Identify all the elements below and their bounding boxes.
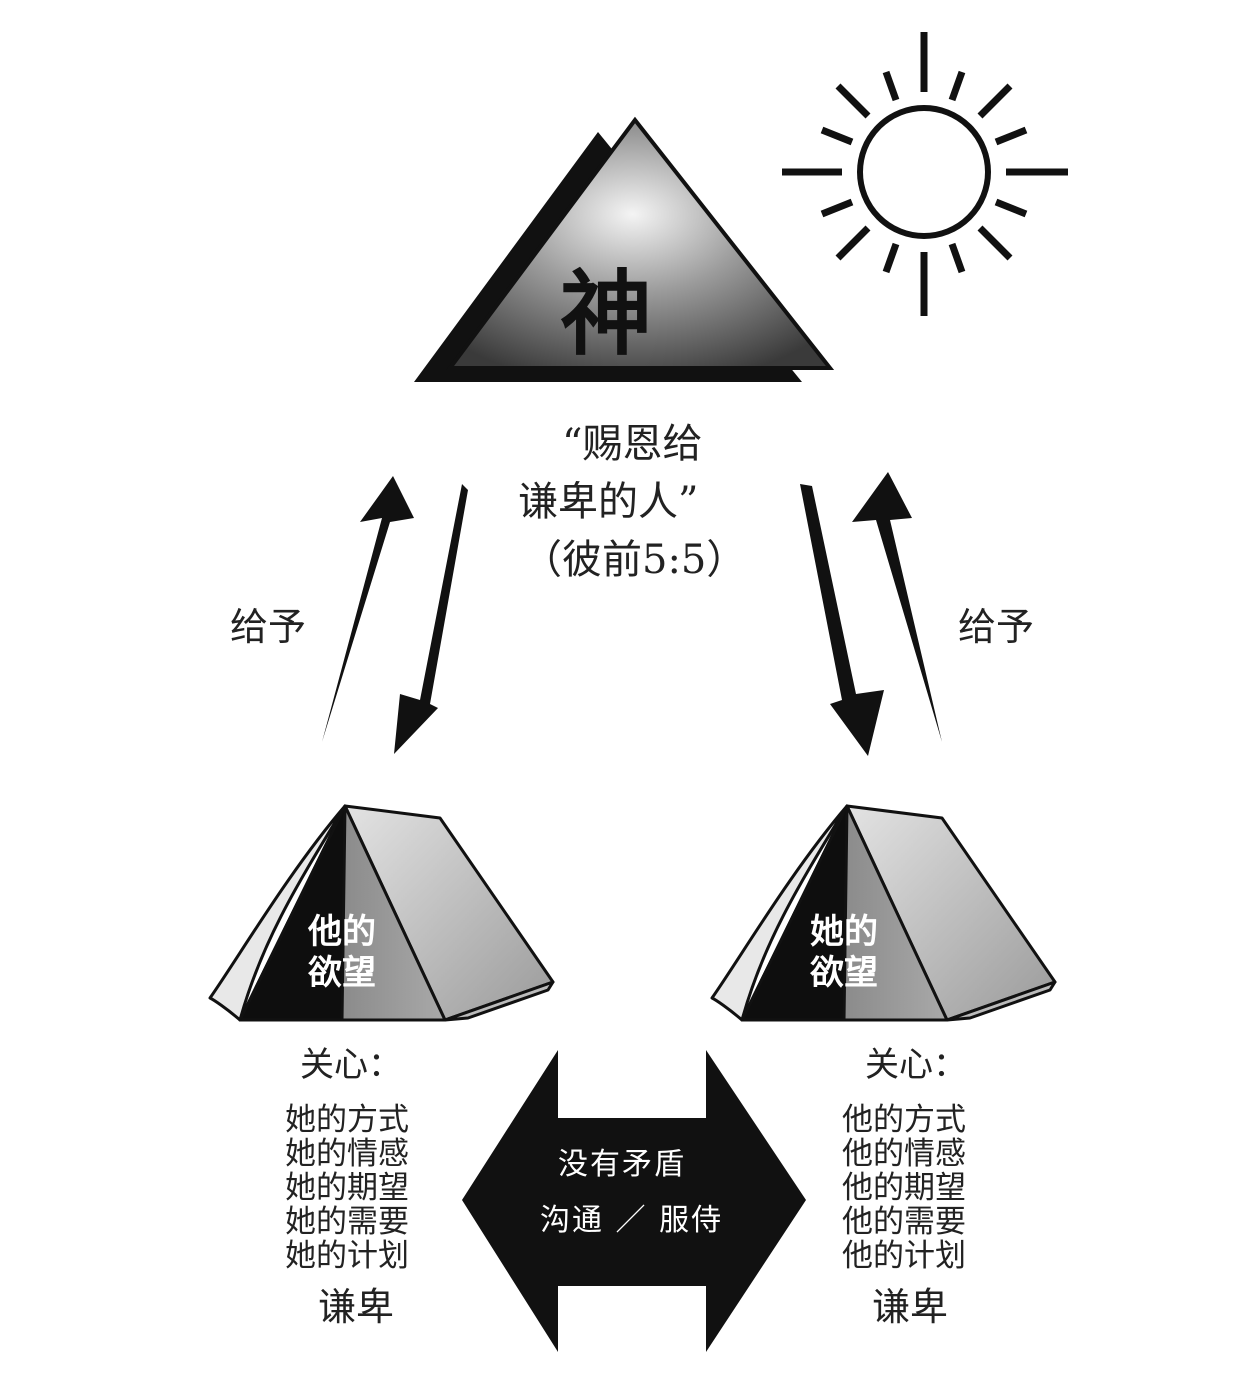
her-desire-line-1: 她的 [810,912,878,952]
left-care-title: 关心： [300,1045,402,1085]
list-item: 他的计划 [842,1238,966,1274]
her-tent [710,804,1057,1022]
quote-reference: （彼前5:5） [522,537,747,583]
list-item: 他的需要 [842,1204,966,1240]
communication-service-label: 沟通 ／ 服侍 [540,1203,724,1238]
left-give-arrows [322,476,468,754]
right-care-list: 他的方式 他的情感 他的期望 他的需要 他的计划 [842,1102,966,1274]
her-desire-line-2: 欲望 [810,953,878,994]
quote-line-2: 谦卑的人” [518,479,699,525]
his-desire-label: 他的 欲望 [308,912,376,995]
no-conflict-label: 没有矛盾 [558,1147,686,1182]
right-humble-label: 谦卑 [872,1285,949,1329]
list-item: 他的期望 [842,1170,966,1206]
his-desire-line-2: 欲望 [308,953,376,994]
list-item: 她的计划 [285,1238,409,1274]
list-item: 她的期望 [285,1170,409,1206]
give-label-right: 给予 [958,605,1035,649]
left-care-list: 她的方式 她的情感 她的期望 她的需要 她的计划 [285,1102,409,1274]
list-item: 她的需要 [285,1204,409,1240]
list-item: 他的方式 [842,1102,966,1138]
quote-line-1: “赐恩给 [562,421,703,467]
left-humble-label: 谦卑 [318,1285,395,1329]
right-care-title: 关心： [865,1045,967,1085]
god-pyramid [414,116,835,382]
his-tent [208,804,555,1022]
right-give-arrows [800,472,942,756]
god-label: 神 [560,260,653,368]
her-desire-label: 她的 欲望 [810,912,878,995]
list-item: 她的方式 [285,1102,409,1138]
double-headed-arrow [462,1050,806,1352]
list-item: 她的情感 [285,1136,409,1172]
sun-icon [782,32,1068,316]
list-item: 他的情感 [842,1136,966,1172]
give-label-left: 给予 [230,605,307,649]
his-desire-line-1: 他的 [308,912,376,952]
